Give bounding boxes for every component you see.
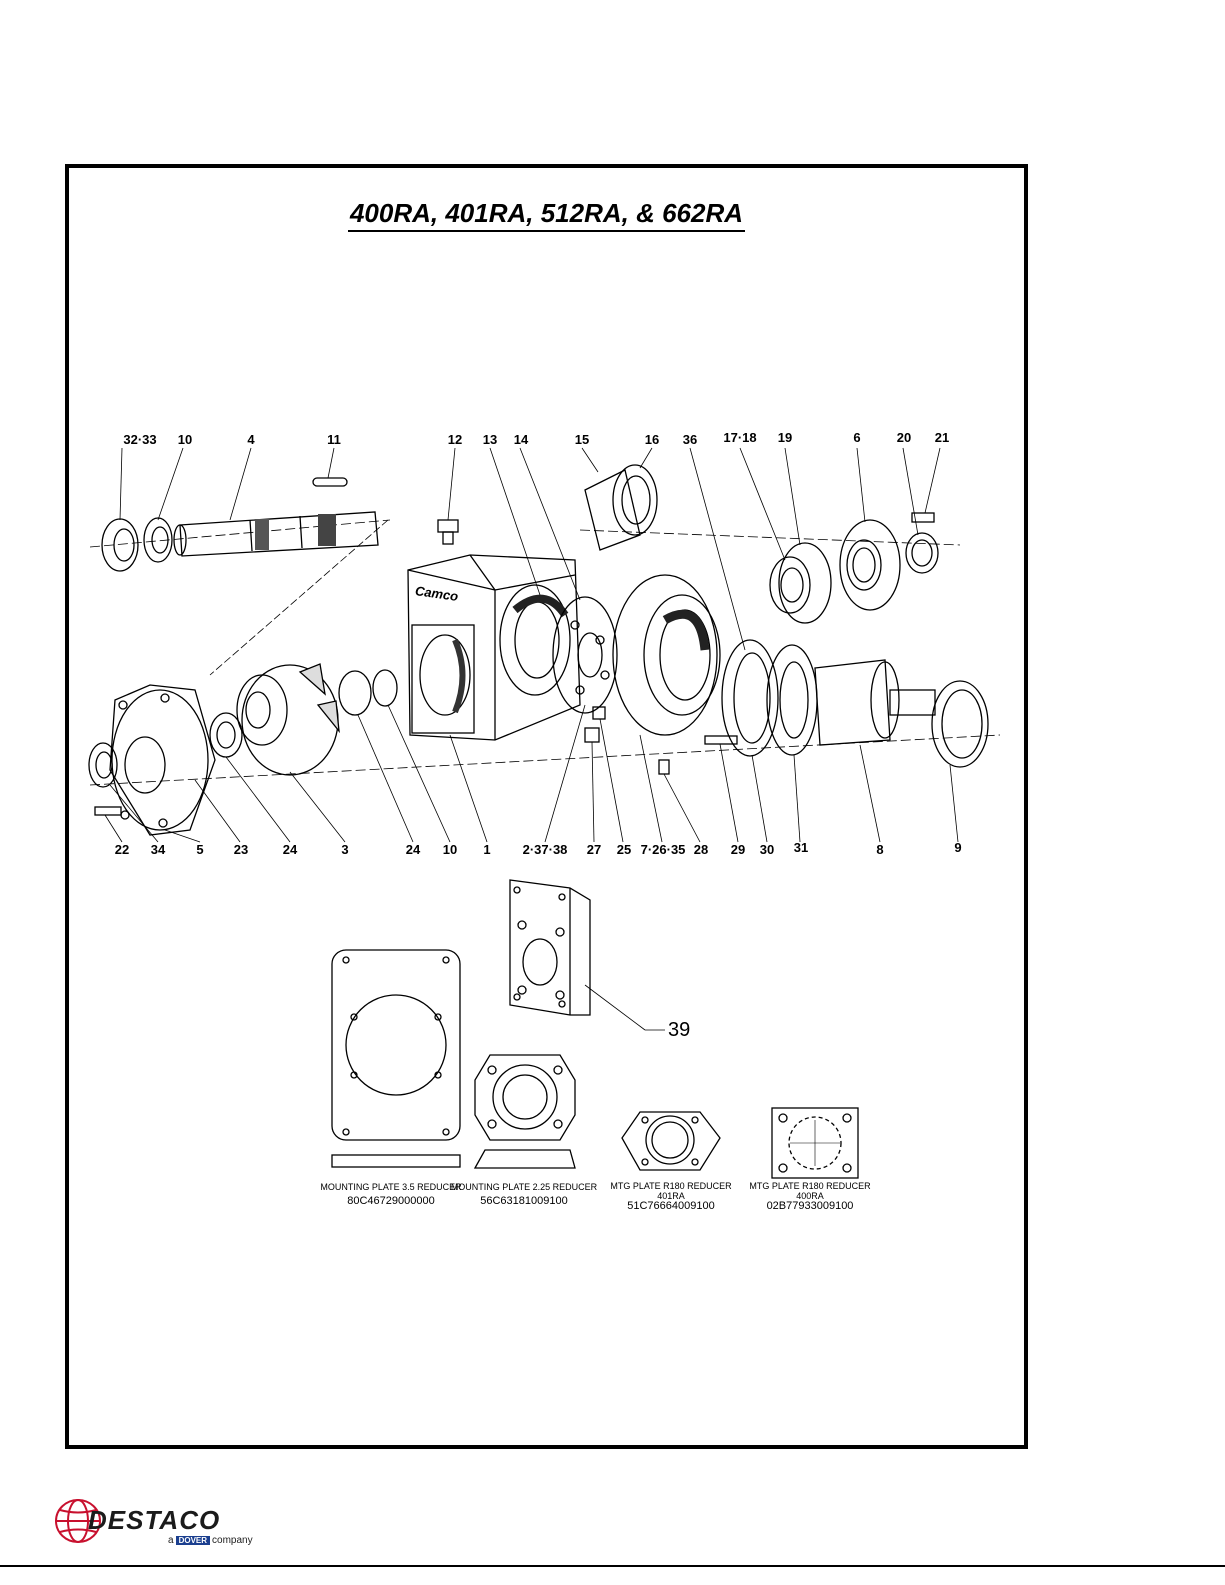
tagline-pre: a [168, 1535, 174, 1546]
plate-2-25-code: 56C63181009100 [480, 1195, 568, 1207]
callout-2-37-38: 2·37·38 [522, 842, 568, 857]
destaco-globe-logo [55, 1499, 101, 1543]
callout-22: 22 [114, 842, 130, 857]
part-8-hub [814, 659, 936, 746]
plate-3-5-drawing [331, 949, 461, 1168]
part-32-33-seal [101, 518, 139, 572]
callout-15: 15 [574, 432, 590, 447]
plate-400ra-caption: MTG PLATE R180 REDUCER [749, 1181, 871, 1191]
callout-9: 9 [954, 840, 962, 855]
callout-36: 36 [682, 432, 698, 447]
part-21-screw [911, 512, 935, 523]
part-30-31-bearing [721, 639, 818, 757]
part-3-worm-gear [236, 663, 340, 776]
plate-400ra-code: 02B77933009100 [766, 1200, 854, 1212]
part-34-seal [88, 742, 118, 788]
callout-19: 19 [777, 430, 793, 445]
bottom-rule [0, 1565, 1225, 1567]
dover-badge: DOVER [175, 1536, 211, 1545]
part-5-cover [109, 684, 216, 836]
callout-7-26-35: 7·26·35 [640, 842, 686, 857]
callout-31: 31 [793, 840, 809, 855]
callout-28: 28 [693, 842, 709, 857]
part-13-14-flange [552, 596, 618, 714]
part-29-screw [704, 735, 738, 745]
part-25-plug [592, 706, 606, 720]
part-6-flange [839, 519, 901, 611]
part-9-seal [931, 680, 989, 768]
part-27-plug [584, 727, 600, 743]
part-10-nut [143, 517, 173, 563]
callout-6: 6 [853, 430, 861, 445]
part-23-spacer [216, 721, 236, 749]
part-7-cover [612, 574, 721, 736]
callout-24-a: 24 [282, 842, 298, 857]
plate-401ra-drawing [621, 1111, 721, 1171]
callout-20: 20 [896, 430, 912, 445]
callout-10: 10 [177, 432, 193, 447]
callout-11: 11 [327, 432, 341, 447]
callout-27: 27 [586, 842, 602, 857]
callout-13: 13 [482, 432, 498, 447]
leader-lines [104, 447, 959, 843]
plate-3-5-caption: MOUNTING PLATE 3.5 REDUCER [320, 1182, 462, 1192]
part-11-key [312, 477, 348, 487]
destaco-wordmark: DESTACO [88, 1505, 221, 1535]
callout-24-b: 24 [405, 842, 421, 857]
callout-39: 39 [668, 1019, 691, 1041]
plate-2-25-caption: MOUNTING PLATE 2.25 REDUCER [450, 1182, 598, 1192]
plate-39-drawing [509, 879, 665, 1031]
axis-lines [89, 519, 1001, 786]
plate-401ra-model: 401RA [657, 1191, 685, 1201]
plate-2-25-drawing [473, 1054, 576, 1169]
part-17-18-19-cap [769, 542, 832, 624]
callout-32-33: 32·33 [123, 432, 157, 447]
callout-23: 23 [233, 842, 249, 857]
part-28-fitting [658, 759, 670, 775]
part-24-bearing-left [209, 712, 243, 758]
plate-401ra-caption: MTG PLATE R180 REDUCER [610, 1181, 732, 1191]
callout-21: 21 [934, 430, 950, 445]
callout-29: 29 [730, 842, 746, 857]
plate-400ra-drawing [771, 1107, 859, 1179]
callout-30: 30 [759, 842, 775, 857]
callout-5: 5 [196, 842, 204, 857]
part-12-breather [437, 519, 459, 545]
plate-401ra-code: 51C76664009100 [627, 1200, 715, 1212]
part-15-16-bearing [584, 464, 658, 551]
part-20-seal [905, 532, 939, 574]
part-4-shaft [173, 511, 379, 557]
plate-400ra-model: 400RA [796, 1191, 824, 1201]
part-24-bearing-right [338, 670, 372, 716]
callout-1: 1 [483, 842, 491, 857]
callout-14: 14 [513, 432, 529, 447]
tagline-post: company [212, 1535, 253, 1546]
callout-25: 25 [616, 842, 632, 857]
part-22-screw [94, 806, 122, 816]
diagram-frame: 400RA, 401RA, 512RA, & 662RA [65, 164, 1028, 1449]
part-1-housing [407, 554, 581, 741]
callout-10-b: 10 [442, 842, 458, 857]
callout-3: 3 [341, 842, 349, 857]
callout-4: 4 [247, 432, 255, 447]
callout-12: 12 [447, 432, 463, 447]
callout-17-18: 17·18 [723, 430, 757, 445]
plate-3-5-code: 80C46729000000 [347, 1195, 435, 1207]
diagram-title: 400RA, 401RA, 512RA, & 662RA [69, 198, 1024, 232]
callout-16: 16 [644, 432, 660, 447]
callout-34: 34 [150, 842, 166, 857]
part-10-nut-lower [372, 669, 398, 707]
callout-8: 8 [876, 842, 884, 857]
